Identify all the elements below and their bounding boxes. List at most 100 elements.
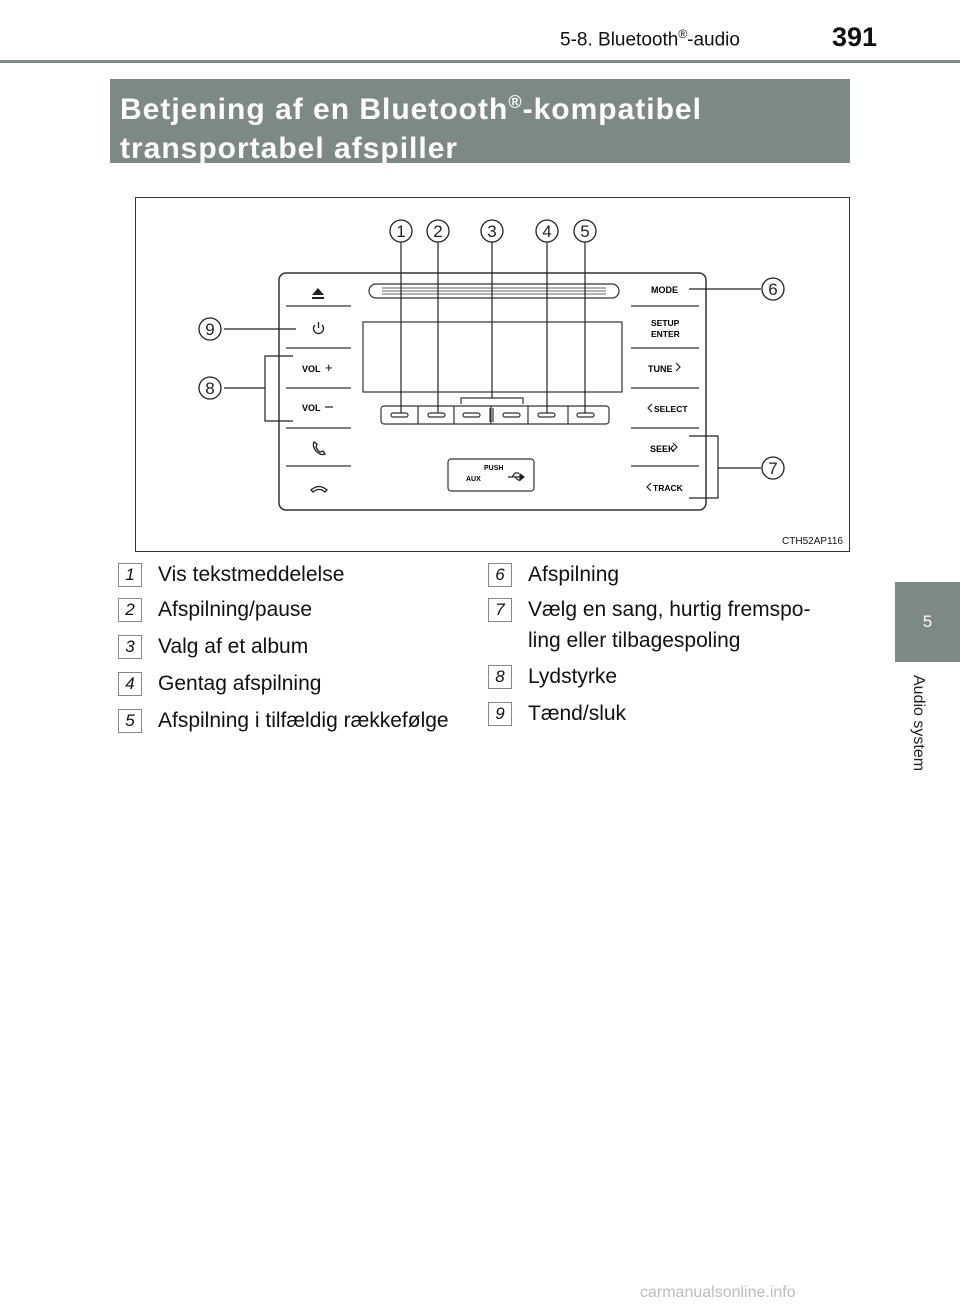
legend-item-8: 8 Lydstyrke: [488, 665, 848, 689]
legend-number: 9: [488, 702, 512, 726]
chapter-tab-label: Audio system: [910, 675, 927, 772]
legend-item-5: 5 Afspilning i tilfældig rækkefølge: [118, 709, 478, 733]
title-text-b: -kompatibel: [522, 93, 702, 126]
figure-code: CTH52AP116: [782, 536, 843, 547]
svg-text:5: 5: [580, 222, 589, 241]
callout-9: 9: [198, 317, 222, 341]
vol-plus-label: VOL: [302, 364, 321, 374]
section-label: 5-8. Bluetooth: [560, 29, 679, 51]
title-text-a: Betjening af en Bluetooth: [120, 93, 509, 126]
track-arrow-icon: [646, 482, 652, 492]
title-line-2: transportabel afspiller: [120, 132, 459, 165]
preset-button-3b: [502, 412, 521, 418]
legend-number: 5: [118, 709, 142, 733]
legend-text-continued: ling eller tilbagespoling: [528, 629, 741, 652]
mode-label: MODE: [651, 285, 678, 295]
svg-text:9: 9: [205, 320, 214, 339]
legend-item-4: 4 Gentag afspilning: [118, 672, 478, 696]
svg-text:1: 1: [396, 222, 405, 241]
page-number: 391: [832, 22, 878, 52]
callout-leaders: [224, 242, 761, 499]
left-button-column: [286, 305, 351, 467]
hang-up-icon: [310, 485, 328, 493]
svg-text:4: 4: [542, 222, 551, 241]
eject-icon: [312, 288, 324, 299]
title-registered-mark: ®: [508, 92, 523, 112]
seek-arrow-icon: [672, 442, 678, 452]
legend-number: 8: [488, 665, 512, 689]
legend-number: 3: [118, 635, 142, 659]
callout-3: 3: [480, 219, 504, 243]
svg-text:3: 3: [487, 222, 496, 241]
legend-item-6: 6 Afspilning: [488, 563, 848, 587]
preset-button-5: [576, 412, 595, 418]
preset-button-2: [427, 412, 446, 418]
section-suffix: -audio: [687, 29, 740, 51]
callout-7: 7: [761, 456, 785, 480]
preset-bracket: [460, 397, 524, 404]
section-heading: 5-8. Bluetooth®-audio: [560, 27, 740, 51]
legend-text: Afspilning: [528, 563, 620, 586]
preset-button-row: [380, 397, 610, 425]
select-label: SELECT: [654, 404, 688, 414]
enter-label: ENTER: [651, 329, 680, 339]
legend-number: 6: [488, 563, 512, 587]
page-title: Betjening af en Bluetooth®-kompatibel tr…: [110, 79, 850, 165]
usb-icon: [508, 472, 525, 482]
legend-number: 4: [118, 672, 142, 696]
vol-plus-sign: +: [325, 360, 333, 375]
right-button-column: [631, 305, 699, 467]
audio-panel-figure: VOL + VOL MODE SETUP ENTER TUNE SELECT S…: [135, 197, 850, 552]
svg-text:6: 6: [768, 280, 777, 299]
callout-8: 8: [198, 376, 222, 400]
callout-5: 5: [573, 219, 597, 243]
legend-text: Afspilning/pause: [158, 598, 313, 621]
preset-button-4: [537, 412, 556, 418]
seek-label: SEEK: [650, 444, 675, 454]
power-icon: [312, 322, 325, 335]
svg-text:8: 8: [205, 379, 214, 398]
aux-label: AUX: [466, 476, 481, 483]
chapter-tab: 5: [895, 582, 960, 662]
phone-icon: [312, 441, 326, 456]
aux-usb-port: [447, 458, 535, 492]
legend-text: Valg af et album: [158, 635, 309, 658]
tune-arrow-icon: [675, 362, 681, 372]
callout-4: 4: [535, 219, 559, 243]
callout-1: 1: [389, 219, 413, 243]
push-label: PUSH: [484, 465, 503, 472]
title-line-1: Betjening af en Bluetooth®-kompatibel: [120, 83, 840, 129]
legend-text: Tænd/sluk: [528, 702, 627, 725]
legend-text: Gentag afspilning: [158, 672, 322, 695]
callout-2: 2: [426, 219, 450, 243]
legend-number: 1: [118, 563, 142, 587]
track-label: TRACK: [653, 483, 684, 493]
header-rule: [0, 60, 960, 63]
setup-label: SETUP: [651, 318, 680, 328]
legend-text: Afspilning i tilfældig rækkefølge: [158, 709, 449, 732]
legend-text: Vis tekstmeddelelse: [158, 563, 345, 586]
svg-text:2: 2: [433, 222, 442, 241]
legend-text: Lydstyrke: [528, 665, 618, 688]
vol-minus-label: VOL: [302, 403, 321, 413]
legend-item-1: 1 Vis tekstmeddelelse: [118, 563, 478, 587]
cd-slot: [368, 283, 620, 299]
legend-item-7: 7 Vælg en sang, hurtig fremspo- ling ell…: [488, 598, 848, 658]
legend-number: 2: [118, 598, 142, 622]
legend-item-2: 2 Afspilning/pause: [118, 598, 478, 622]
legend-item-3: 3 Valg af et album: [118, 635, 478, 659]
bracket-7: [689, 435, 719, 499]
legend-number: 7: [488, 598, 512, 622]
tune-label: TUNE: [648, 364, 673, 374]
registered-mark: ®: [678, 27, 688, 41]
select-arrow-icon: [647, 403, 653, 413]
preset-row-outline: [380, 405, 610, 425]
audio-panel-illustration: VOL + VOL MODE SETUP ENTER TUNE SELECT S…: [198, 219, 785, 511]
preset-button-1: [390, 412, 409, 418]
callout-6: 6: [761, 277, 785, 301]
svg-text:7: 7: [768, 459, 777, 478]
legend-item-9: 9 Tænd/sluk: [488, 702, 848, 726]
callout-circles: 1 2 3 4 5 6 7 8 9: [198, 219, 785, 480]
watermark: carmanualsonline.info: [640, 1284, 796, 1301]
legend-text: Vælg en sang, hurtig fremspo-: [528, 598, 811, 621]
